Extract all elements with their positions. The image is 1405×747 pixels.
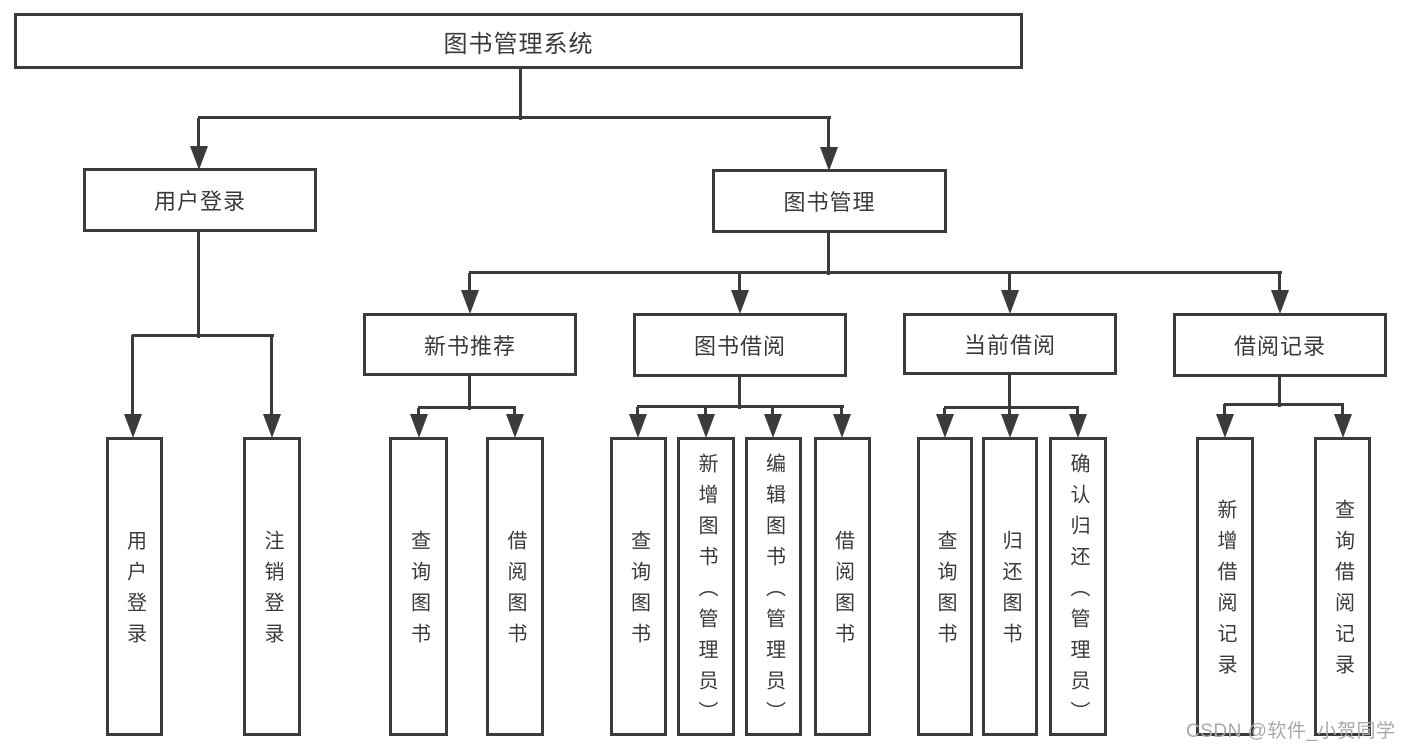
- node-borrow-records: 借阅记录: [1173, 313, 1387, 377]
- connector-line: [270, 335, 273, 418]
- connector-line: [513, 408, 516, 418]
- arrow-down-icon: [1069, 414, 1087, 438]
- node-label: 查询借阅记录: [1331, 499, 1354, 685]
- arrow-down-icon: [764, 414, 782, 438]
- connector-line: [1278, 375, 1281, 407]
- node-new-book-rec: 新书推荐: [363, 313, 577, 376]
- node-leaf-confirm-return: 确认归还（管理员）: [1049, 437, 1107, 736]
- watermark: CSDN @软件_小贺同学: [1186, 721, 1396, 742]
- node-label: 归还图书: [999, 530, 1021, 654]
- connector-line: [1008, 373, 1011, 410]
- connector-line: [1341, 404, 1344, 418]
- connector-line: [827, 118, 830, 150]
- connector-line: [943, 408, 946, 418]
- node-book-borrow: 图书借阅: [633, 313, 847, 377]
- node-label: 用户登录: [153, 189, 246, 214]
- node-label: 图书借阅: [693, 334, 786, 359]
- connector-line: [738, 273, 741, 294]
- arrow-down-icon: [124, 414, 142, 438]
- node-leaf-add-borrow-record: 新增借阅记录: [1196, 437, 1254, 736]
- connector-line: [1224, 403, 1344, 406]
- node-leaf-user-login: 用户登录: [106, 437, 163, 736]
- arrow-down-icon: [833, 414, 851, 438]
- node-label: 确认归还（管理员）: [1067, 452, 1089, 732]
- connector-line: [132, 334, 274, 337]
- arrow-down-icon: [1334, 414, 1352, 438]
- connector-line: [1278, 273, 1281, 294]
- node-leaf-borrow-book-bb: 借阅图书: [814, 437, 871, 736]
- node-leaf-logout: 注销登录: [243, 437, 301, 736]
- arrow-down-icon: [1001, 414, 1019, 438]
- arrow-down-icon: [1216, 414, 1234, 438]
- connector-line: [418, 406, 516, 409]
- node-label: 借阅记录: [1233, 334, 1326, 359]
- connector-line: [519, 66, 522, 120]
- node-leaf-query-book-cb: 查询图书: [917, 437, 973, 736]
- connector-line: [704, 407, 707, 418]
- node-label: 借阅图书: [831, 530, 854, 654]
- node-label: 查询图书: [627, 530, 650, 654]
- connector-line: [1008, 408, 1011, 418]
- node-label: 新书推荐: [423, 333, 516, 359]
- connector-line: [827, 232, 830, 275]
- node-leaf-borrow-book-rec: 借阅图书: [486, 437, 544, 736]
- node-root: 图书管理系统: [14, 13, 1023, 69]
- arrow-down-icon: [263, 414, 281, 438]
- node-label: 编辑图书（管理员）: [762, 452, 785, 732]
- connector-line: [771, 407, 774, 418]
- arrow-down-icon: [461, 290, 479, 314]
- node-leaf-add-book: 新增图书（管理员）: [677, 437, 735, 736]
- node-leaf-query-book-rec: 查询图书: [389, 437, 448, 736]
- node-label: 用户登录: [123, 530, 146, 654]
- connector-line: [637, 405, 844, 408]
- node-label: 新增借阅记录: [1214, 499, 1236, 685]
- connector-line: [198, 116, 831, 119]
- connector-line: [738, 375, 741, 409]
- arrow-down-icon: [190, 146, 208, 170]
- connector-line: [468, 374, 471, 410]
- arrow-down-icon: [936, 414, 954, 438]
- connector-line: [944, 406, 1079, 409]
- arrow-down-icon: [506, 414, 524, 438]
- node-label: 借阅图书: [504, 530, 526, 654]
- arrow-down-icon: [731, 290, 749, 314]
- arrow-down-icon: [629, 414, 647, 438]
- connector-line: [131, 335, 134, 418]
- connector-line: [1076, 408, 1079, 418]
- node-user-login: 用户登录: [83, 168, 317, 232]
- arrow-down-icon: [820, 147, 838, 171]
- connector-line: [468, 273, 471, 294]
- node-label: 查询图书: [934, 530, 956, 654]
- node-label: 图书管理: [783, 190, 876, 215]
- connector-line: [1008, 273, 1011, 294]
- arrow-down-icon: [697, 414, 715, 438]
- connector-line: [469, 271, 1282, 274]
- connector-line: [197, 118, 200, 150]
- connector-line: [1223, 404, 1226, 418]
- arrow-down-icon: [410, 414, 428, 438]
- node-leaf-query-borrow-record: 查询借阅记录: [1314, 437, 1371, 736]
- arrow-down-icon: [1001, 290, 1019, 314]
- connector-line: [197, 231, 200, 338]
- node-book-mgmt: 图书管理: [712, 169, 947, 233]
- node-label: 注销登录: [261, 530, 283, 654]
- connector-line: [840, 407, 843, 418]
- node-label: 查询图书: [407, 530, 430, 654]
- connector-line: [417, 408, 420, 418]
- node-label: 新增图书（管理员）: [695, 452, 717, 732]
- node-label: 当前借阅: [963, 333, 1056, 358]
- arrow-down-icon: [1271, 290, 1289, 314]
- node-leaf-return-book: 归还图书: [982, 437, 1038, 736]
- node-leaf-query-book-bb: 查询图书: [610, 437, 667, 736]
- node-label: 图书管理系统: [443, 30, 594, 58]
- connector-line: [636, 407, 639, 418]
- node-leaf-edit-book: 编辑图书（管理员）: [745, 437, 802, 736]
- node-current-borrow: 当前借阅: [903, 313, 1117, 375]
